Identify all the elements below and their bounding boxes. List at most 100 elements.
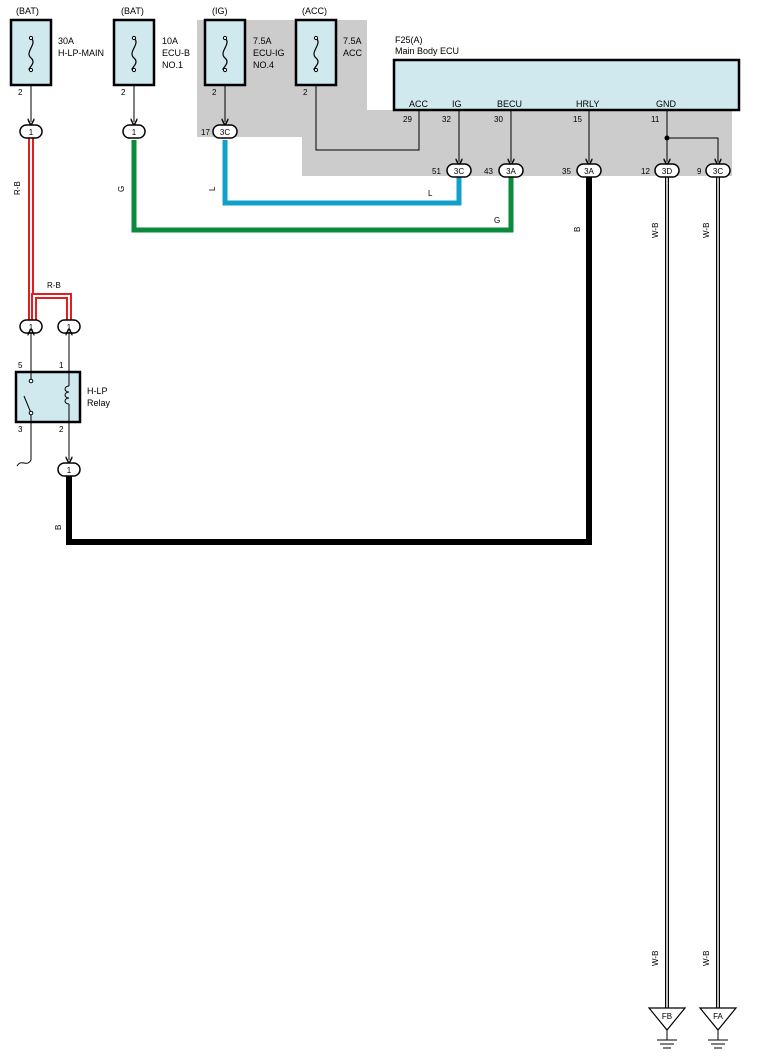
wire-label: W-B bbox=[651, 223, 660, 238]
fuse-source-label: (BAT) bbox=[16, 6, 39, 16]
wire-label: B bbox=[54, 525, 63, 530]
shaded-harness-area bbox=[197, 20, 732, 176]
wire-label: G bbox=[494, 216, 500, 225]
connector-relay-in-1[interactable]: 1 bbox=[19, 319, 43, 334]
ecu-terminal-hrly: HRLY bbox=[576, 99, 599, 109]
main-body-ecu[interactable]: F25(A) Main Body ECU ACC IG BECU HRLY GN… bbox=[392, 35, 741, 124]
svg-text:1: 1 bbox=[29, 323, 34, 332]
fuse-name: ECU-IG bbox=[253, 48, 285, 58]
svg-text:1: 1 bbox=[67, 323, 72, 332]
fuse-source-label: (BAT) bbox=[121, 6, 144, 16]
svg-text:17: 17 bbox=[201, 128, 210, 137]
hlp-relay[interactable]: 5 1 H-LP Relay 3 2 bbox=[14, 332, 111, 467]
svg-text:3A: 3A bbox=[584, 167, 594, 176]
connector-gnd-2[interactable]: 9 3C bbox=[697, 163, 731, 178]
ecu-pin-hrly: 15 bbox=[573, 115, 582, 124]
ecu-name: Main Body ECU bbox=[395, 46, 459, 56]
wire-label: R-B bbox=[13, 181, 22, 195]
fuse-pin: 2 bbox=[303, 88, 308, 97]
ecu-pin-ig: 32 bbox=[442, 115, 451, 124]
svg-text:43: 43 bbox=[484, 167, 493, 176]
fuse-name: H-LP-MAIN bbox=[58, 48, 104, 58]
fuse-name-2: NO.4 bbox=[253, 60, 274, 70]
svg-text:35: 35 bbox=[562, 167, 571, 176]
ground-label: FA bbox=[713, 1012, 723, 1021]
fuse-pin: 2 bbox=[212, 88, 217, 97]
wire-b[interactable]: B B bbox=[54, 176, 592, 545]
ecu-terminal-ig: IG bbox=[452, 99, 462, 109]
ecu-terminal-acc: ACC bbox=[409, 99, 429, 109]
fuse-source-label: (IG) bbox=[212, 6, 228, 16]
connector-relay-in-2[interactable]: 1 bbox=[57, 319, 81, 334]
relay-name-2: Relay bbox=[87, 398, 111, 408]
wire-label: L bbox=[208, 186, 217, 191]
fuse-rating: 10A bbox=[162, 36, 178, 46]
svg-text:3C: 3C bbox=[220, 128, 230, 137]
ecu-terminal-becu: BECU bbox=[497, 99, 522, 109]
fuse-name-2: NO.1 bbox=[162, 60, 183, 70]
connector-becu[interactable]: 43 3A bbox=[484, 163, 524, 178]
wire-r-b[interactable]: R-B R-B bbox=[13, 138, 72, 322]
svg-text:3A: 3A bbox=[506, 167, 516, 176]
wire-label: W-B bbox=[651, 951, 660, 966]
svg-text:1: 1 bbox=[29, 128, 34, 137]
ecu-pin-acc: 29 bbox=[403, 115, 412, 124]
wire-label: B bbox=[573, 227, 582, 232]
wire-label: G bbox=[117, 186, 126, 192]
connector-hrly[interactable]: 35 3A bbox=[562, 163, 602, 178]
relay-pin-5: 5 bbox=[18, 361, 23, 370]
ground-fa[interactable]: FA bbox=[698, 1007, 738, 1049]
ground-icon bbox=[708, 1030, 728, 1049]
wire-label: R-B bbox=[47, 281, 61, 290]
fuse-rating: 7.5A bbox=[253, 36, 272, 46]
svg-text:3D: 3D bbox=[662, 167, 672, 176]
ground-icon bbox=[657, 1030, 677, 1049]
relay-pin-1: 1 bbox=[59, 361, 64, 370]
ground-fb[interactable]: FB bbox=[647, 1007, 687, 1049]
wire-g[interactable]: G G bbox=[117, 140, 514, 233]
wire-label: W-B bbox=[702, 223, 711, 238]
fuse-icon bbox=[313, 37, 319, 71]
ecu-terminal-gnd: GND bbox=[656, 99, 677, 109]
fuse-name: ACC bbox=[343, 48, 363, 58]
wire-break-icon bbox=[16, 459, 32, 467]
fuse-icon bbox=[28, 37, 34, 71]
ecu-pin-becu: 30 bbox=[494, 115, 503, 124]
connector-ecub[interactable]: 1 bbox=[122, 124, 146, 139]
relay-name: H-LP bbox=[87, 386, 108, 396]
fuse-icon bbox=[222, 37, 228, 71]
svg-text:9: 9 bbox=[697, 167, 702, 176]
fuse-rating: 7.5A bbox=[343, 36, 362, 46]
wire-label: L bbox=[428, 189, 433, 198]
svg-text:3C: 3C bbox=[454, 167, 464, 176]
fuse-source-label: (ACC) bbox=[302, 6, 327, 16]
svg-text:1: 1 bbox=[132, 128, 137, 137]
svg-text:1: 1 bbox=[67, 466, 72, 475]
connector-gnd-1[interactable]: 12 3D bbox=[641, 163, 680, 178]
relay-pin-2: 2 bbox=[59, 425, 64, 434]
fuse-pin: 2 bbox=[121, 88, 126, 97]
fuse-name: ECU-B bbox=[162, 48, 190, 58]
connector-relay-out[interactable]: 1 bbox=[57, 462, 81, 477]
svg-text:51: 51 bbox=[432, 167, 441, 176]
fuse-hlp-main[interactable]: (BAT) 30A H-LP-MAIN 2 bbox=[9, 6, 104, 97]
fuse-icon bbox=[131, 37, 137, 71]
svg-text:3C: 3C bbox=[713, 167, 723, 176]
relay-pin-3: 3 bbox=[18, 425, 23, 434]
ecu-pin-gnd: 11 bbox=[651, 115, 660, 124]
connector-ig[interactable]: 17 3C bbox=[201, 124, 238, 139]
wire-l[interactable]: L L bbox=[208, 140, 462, 206]
thin-wires bbox=[31, 85, 718, 162]
relay-coil-icon bbox=[64, 372, 70, 422]
fuse-rating: 30A bbox=[58, 36, 74, 46]
wire-w-b-2[interactable]: W-B W-B bbox=[702, 176, 720, 1008]
fuse-acc[interactable]: (ACC) 7.5A ACC 2 bbox=[294, 6, 363, 97]
ground-label: FB bbox=[662, 1012, 672, 1021]
fuse-pin: 2 bbox=[18, 88, 23, 97]
wire-w-b-1[interactable]: W-B W-B bbox=[651, 176, 669, 1008]
connector-ig-ecu[interactable]: 51 3C bbox=[432, 163, 472, 178]
relay-switch-icon bbox=[23, 372, 34, 422]
connector-hlp-main[interactable]: 1 bbox=[19, 124, 43, 139]
fuse-ecu-b[interactable]: (BAT) 10A ECU-B NO.1 2 bbox=[112, 6, 190, 97]
